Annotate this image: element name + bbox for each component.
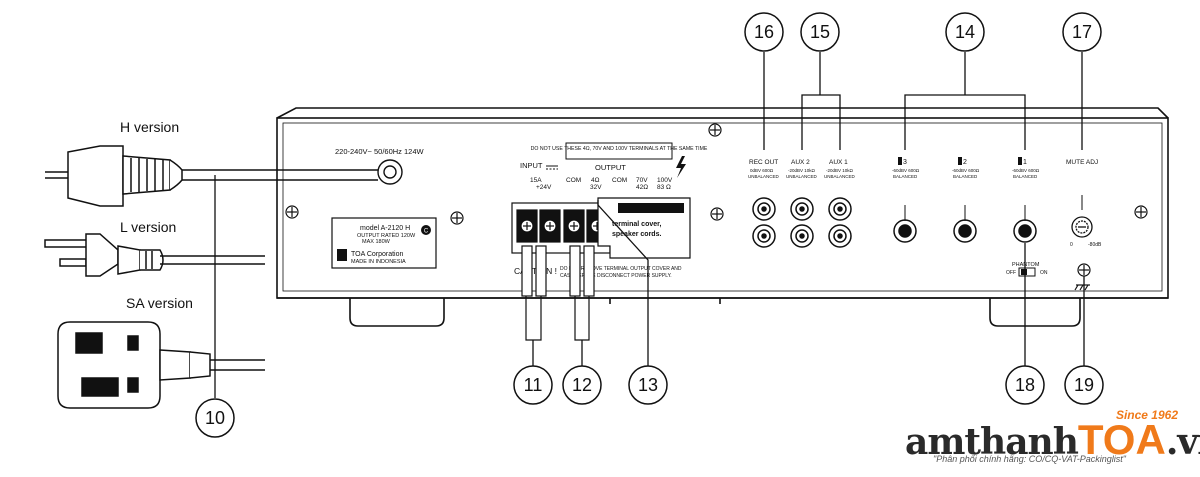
cover-text: terminal cover,: [612, 221, 661, 228]
model-max: MAX 180W: [362, 239, 391, 245]
mic2-label: 2: [963, 159, 967, 166]
output-term-sub: 42Ω: [636, 184, 648, 191]
callout-number: 16: [754, 22, 774, 42]
callout-leaders: [532, 52, 1085, 366]
screw-icon: [285, 123, 1148, 277]
rca-labels: REC OUT 0dBV 600Ω UNBALANCED AUX 2 -20dB…: [748, 159, 856, 179]
mic1-label: 1: [1023, 159, 1027, 166]
brand-highlight: TOA: [1077, 416, 1166, 463]
callout-number: 19: [1074, 375, 1094, 395]
power-cord-inlet: [377, 159, 403, 185]
mic2-spec: -60dBV 600Ω: [952, 168, 980, 173]
mic3-spec: BALANCED: [893, 174, 918, 179]
power-rating-label: 220-240V~ 50/60Hz 124W: [335, 147, 425, 156]
warning-text: DO NOT USE THESE 4Ω, 70V AND 100V TERMIN…: [531, 146, 708, 152]
callout-number: 12: [572, 375, 592, 395]
lightning-icon: [676, 156, 686, 178]
plug-h-version: [45, 145, 378, 207]
output-label: OUTPUT: [595, 163, 626, 172]
output-term-sub: 83 Ω: [657, 184, 671, 191]
caution-text: CASE BEFORE DISCONNECT POWER SUPPLY.: [560, 273, 672, 279]
input-label: INPUT: [520, 161, 543, 170]
rec-out-label: REC OUT: [749, 159, 778, 166]
mute-max-label: -80dB: [1088, 242, 1102, 248]
caution-text: DO NOT REMOVE TERMINAL OUTPUT COVER AND: [560, 266, 682, 272]
aux1-spec: UNBALANCED: [824, 174, 856, 179]
mic1-spec: BALANCED: [1013, 174, 1038, 179]
aux2-spec: UNBALANCED: [786, 174, 818, 179]
model-plate: C model A-2120 H OUTPUT RATED 120W MAX 1…: [331, 217, 437, 269]
aux2-label: AUX 2: [791, 159, 810, 166]
output-term-label: 4Ω: [591, 177, 600, 184]
h-version-label: H version: [120, 119, 179, 135]
mic-icon: [1018, 157, 1022, 165]
amplifier-chassis: [276, 107, 1169, 327]
input-fuse-label: 15A: [530, 177, 542, 184]
rca-jacks: [752, 197, 852, 248]
callout-number: 15: [810, 22, 830, 42]
maker-origin: MADE IN INDONESIA: [351, 259, 406, 265]
mic3-spec: -60dBV 600Ω: [892, 168, 920, 173]
cover-text: speaker cords.: [612, 231, 661, 238]
phantom-switch: [1018, 267, 1036, 277]
callout-number: 11: [524, 375, 543, 395]
speaker-cords: [521, 245, 595, 341]
output-term-label: COM: [566, 177, 581, 184]
brand-tagline: "Phân phối chính hãng: CO/CQ-VAT-Packing…: [933, 454, 1126, 464]
plug-l-version: [44, 233, 265, 277]
mic-labels: 3 -60dBV 600Ω BALANCED 2 -60dBV 600Ω BAL…: [892, 157, 1040, 179]
phantom-label: PHANTOM: [1012, 262, 1040, 268]
mic-icon: [898, 157, 902, 165]
model-name: model A-2120 H: [360, 225, 410, 232]
callouts: [195, 12, 1104, 438]
brand-logo: amthanhTOA.vn: [905, 416, 1200, 464]
mic-jacks: [893, 205, 1037, 243]
mute-min-label: 0: [1070, 242, 1073, 248]
aux2-spec: -20dBV 10kΩ: [788, 168, 816, 173]
aux1-spec: -20dBV 10kΩ: [826, 168, 854, 173]
phantom-off-label: OFF: [1006, 270, 1016, 276]
model-rated: OUTPUT RATED 120W: [357, 233, 416, 239]
ground-icon: [1074, 284, 1090, 291]
phantom-on-label: ON: [1040, 270, 1048, 276]
callout-number: 17: [1072, 22, 1092, 42]
output-term-label: COM: [612, 177, 627, 184]
output-terminal-labels: COM 4Ω COM 70V 100V 32V 42Ω 83 Ω: [566, 177, 673, 191]
mic-icon: [958, 157, 962, 165]
brand-prefix: amthanh: [905, 421, 1079, 463]
terminal-warning-box: DO NOT USE THESE 4Ω, 70V AND 100V TERMIN…: [531, 142, 708, 160]
rec-out-spec: UNBALANCED: [748, 174, 780, 179]
mic3-label: 3: [903, 159, 907, 166]
mute-adj-label: MUTE ADJ: [1066, 159, 1098, 166]
input-volt-label: +24V: [536, 184, 552, 191]
callout-number: 13: [638, 375, 658, 395]
speaker-terminal-block: [511, 202, 611, 254]
callout-numbers: 10 11 12 13 14 15 16 17 18 19: [205, 22, 1094, 428]
output-term-label: 70V: [636, 177, 648, 184]
mic1-spec: -60dBV 600Ω: [1012, 168, 1040, 173]
brand-since: Since 1962: [1115, 408, 1178, 422]
mic2-spec: BALANCED: [953, 174, 978, 179]
output-term-sub: 32V: [590, 184, 602, 191]
brand-watermark: Since 1962 amthanhTOA.vn "Phân phối chín…: [905, 408, 1200, 470]
l-version-label: L version: [120, 219, 176, 235]
sa-version-label: SA version: [126, 295, 193, 311]
callout-number: 10: [205, 408, 225, 428]
terminal-cover: terminal cover, speaker cords.: [597, 197, 691, 259]
model-badge: C: [424, 229, 429, 235]
callout-number: 18: [1015, 375, 1035, 395]
rec-out-spec: 0dBV 600Ω: [750, 168, 774, 173]
plug-sa-version: [57, 321, 265, 409]
maker-name: TOA Corporation: [351, 251, 404, 258]
output-term-label: 100V: [657, 177, 673, 184]
aux1-label: AUX 1: [829, 159, 848, 166]
callout-number: 14: [955, 22, 975, 42]
mute-adj-knob: [1071, 216, 1093, 238]
brand-suffix: .vn: [1165, 421, 1200, 463]
